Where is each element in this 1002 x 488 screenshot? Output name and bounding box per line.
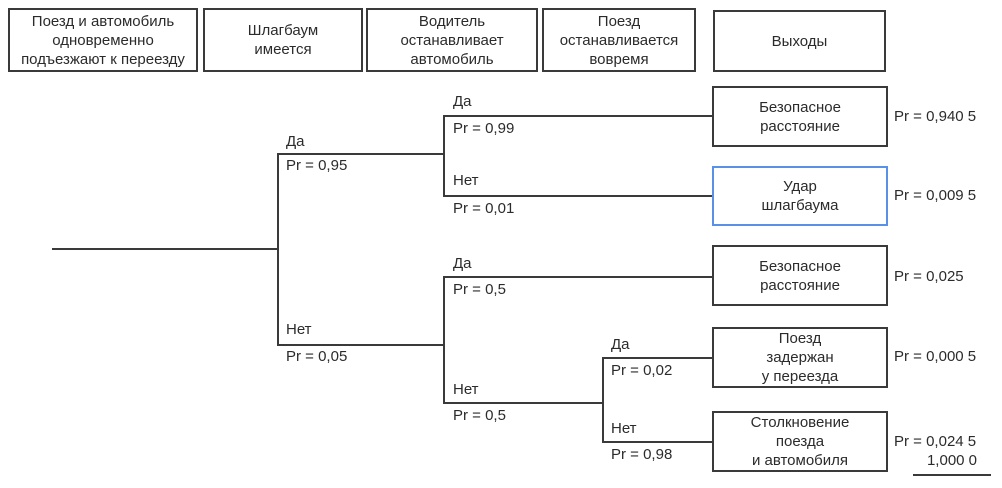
outcome-box-safe-distance-1: Безопасное расстояние <box>712 86 888 147</box>
header-box-train-stops-in-time: Поезд останавливается вовремя <box>542 8 696 72</box>
branch-label-train-no: Нет <box>611 420 637 437</box>
branch-line-train-yes <box>602 357 712 359</box>
outcome-pr-collision: Pr = 0,024 5 <box>894 433 977 450</box>
branch-label-driver-yes: Да <box>453 93 472 110</box>
branch-label-driver-nobarrier-yes: Да <box>453 255 472 272</box>
root-line <box>52 248 278 250</box>
branch-label-driver-nobarrier-no: Нет <box>453 381 479 398</box>
branch-pr-barrier-yes: Pr = 0,95 <box>286 157 348 174</box>
outcome-box-train-delayed: Поезд задержан у переезда <box>712 327 888 388</box>
outcome-pr-safe-distance-2: Pr = 0,025 <box>894 268 964 285</box>
header-box-driver-stops-car: Водитель останавливает автомобиль <box>366 8 538 72</box>
branch-label-train-yes: Да <box>611 336 630 353</box>
branch-pr-driver-yes: Pr = 0,99 <box>453 120 515 137</box>
branch-line-driver-yes <box>443 115 712 117</box>
split1-vertical-line <box>277 153 279 346</box>
header-box-train-car-approach: Поезд и автомобиль одновременно подъезжа… <box>8 8 198 72</box>
outcome-pr-safe-distance-1: Pr = 0,940 5 <box>894 108 977 125</box>
outcome-box-barrier-strike: Удар шлагбаума <box>712 166 888 226</box>
outcome-box-safe-distance-2: Безопасное расстояние <box>712 245 888 306</box>
branch-label-driver-no: Нет <box>453 172 479 189</box>
outcome-box-collision: Столкновение поезда и автомобиля <box>712 411 888 472</box>
branch-line-driver-no <box>443 195 712 197</box>
branch-line-driver-nobarrier-yes <box>443 276 712 278</box>
outcome-pr-barrier-strike: Pr = 0,009 5 <box>894 187 977 204</box>
total-probability: 1,000 0 <box>913 452 991 476</box>
header-box-outcomes: Выходы <box>713 10 886 72</box>
branch-pr-driver-nobarrier-yes: Pr = 0,5 <box>453 281 506 298</box>
branch-label-barrier-yes: Да <box>286 133 305 150</box>
branch-pr-train-no: Pr = 0,98 <box>611 446 673 463</box>
split3-vertical-line <box>443 276 445 404</box>
branch-label-barrier-no: Нет <box>286 321 312 338</box>
branch-pr-train-yes: Pr = 0,02 <box>611 362 673 379</box>
branch-pr-driver-nobarrier-no: Pr = 0,5 <box>453 407 506 424</box>
split2-vertical-line <box>443 115 445 197</box>
split4-vertical-line <box>602 357 604 443</box>
branch-line-driver-nobarrier-no <box>443 402 604 404</box>
branch-line-train-no <box>602 441 712 443</box>
branch-line-barrier-yes <box>277 153 445 155</box>
branch-line-barrier-no <box>277 344 445 346</box>
branch-pr-driver-no: Pr = 0,01 <box>453 200 515 217</box>
outcome-pr-train-delayed: Pr = 0,000 5 <box>894 348 977 365</box>
header-box-barrier-exists: Шлагбаум имеется <box>203 8 363 72</box>
branch-pr-barrier-no: Pr = 0,05 <box>286 348 348 365</box>
